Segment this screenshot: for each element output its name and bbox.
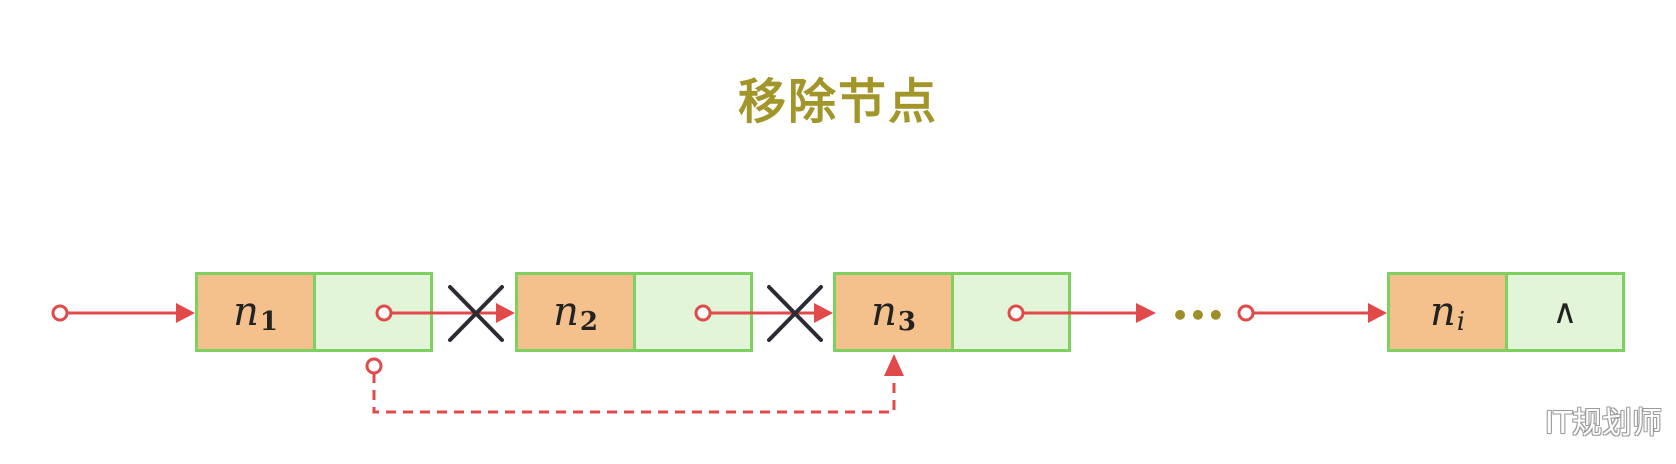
arrowhead-n2-n3 bbox=[814, 303, 833, 323]
cross-icon bbox=[767, 285, 823, 342]
ellipsis: ••• bbox=[1171, 299, 1225, 332]
pointer-dot-n3 bbox=[1007, 304, 1025, 322]
bypass-arrow bbox=[372, 372, 896, 414]
arrowhead-n3-next bbox=[1136, 303, 1156, 323]
node-subscript: 1 bbox=[259, 307, 278, 337]
node-label: n bbox=[553, 289, 579, 335]
node-label: n bbox=[233, 289, 259, 335]
diagram-title: 移除节点 bbox=[737, 74, 938, 130]
node-subscript: 3 bbox=[897, 307, 916, 337]
pointer-dot-prev bbox=[1237, 304, 1255, 322]
watermark: IT规划师 bbox=[1544, 406, 1662, 441]
node-subscript: 2 bbox=[579, 307, 598, 337]
arrowhead-n1-n2 bbox=[496, 303, 515, 323]
node-subscript: i bbox=[1456, 307, 1466, 337]
bypass-origin-dot bbox=[365, 357, 383, 375]
node-label: n bbox=[871, 289, 897, 335]
null-pointer: ∧ bbox=[1552, 292, 1578, 332]
pointer-dot-n2 bbox=[694, 304, 712, 322]
head-arrowhead bbox=[176, 303, 195, 323]
arrowhead-prev-ni bbox=[1368, 303, 1387, 323]
pointer-dot-n1 bbox=[375, 304, 393, 322]
head-origin-dot bbox=[51, 304, 69, 322]
cross-icon bbox=[448, 285, 504, 342]
node-label: n bbox=[1429, 289, 1456, 335]
bypass-arrowhead bbox=[884, 354, 904, 376]
